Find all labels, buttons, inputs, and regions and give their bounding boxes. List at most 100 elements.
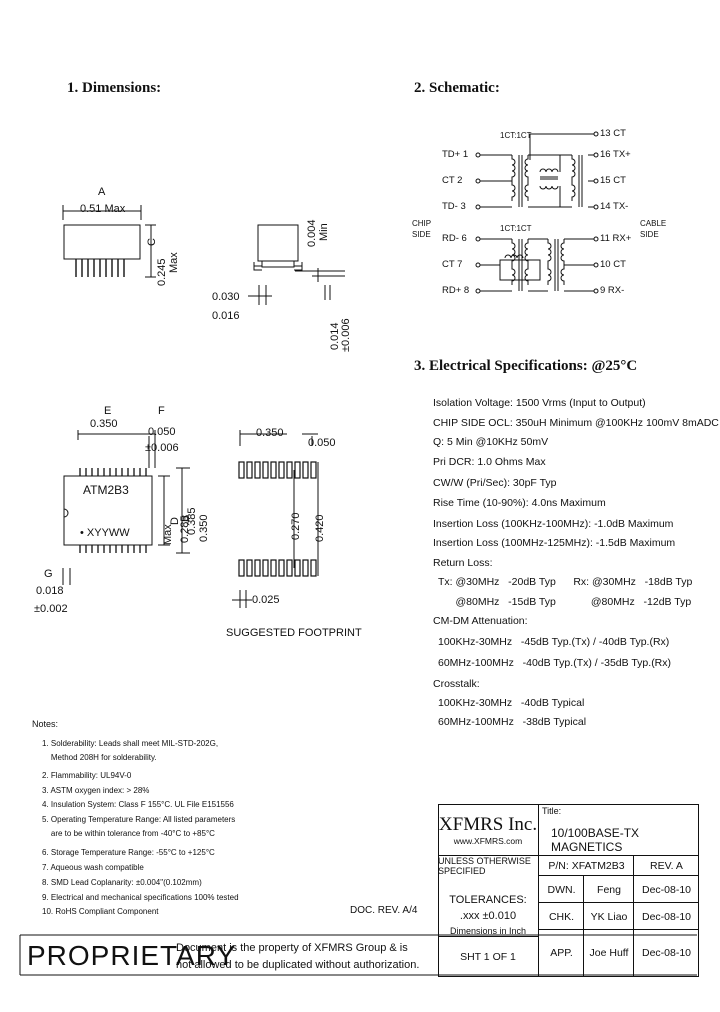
date-app: Dec-08-10	[633, 929, 699, 976]
spec-line: @80MHz -15dB Typ @80MHz -12dB Typ	[438, 596, 692, 608]
dim-f-letter: F	[158, 405, 165, 417]
doc-revision: DOC. REV. A/4	[350, 905, 418, 916]
spec-line: 100KHz-30MHz -40dB Typical	[438, 697, 585, 709]
notes-title: Notes:	[32, 719, 59, 729]
title-label: Title:	[542, 806, 562, 816]
dim-g-letter: G	[44, 568, 53, 580]
cable-side-label: CABLE	[640, 219, 667, 228]
company-cell: XFMRS Inc. www.XFMRS.com	[438, 804, 538, 855]
tolerance-label: TOLERANCES:	[449, 894, 527, 906]
pin-right-9: 9 RX-	[600, 285, 625, 296]
role-chk: CHK.	[538, 902, 584, 930]
date-dwn: Dec-08-10	[633, 875, 699, 903]
dim-f-value: 0.050	[148, 426, 176, 438]
chip-side-label-2: SIDE	[412, 230, 431, 239]
spec-line: Q: 5 Min @10KHz 50mV	[433, 436, 549, 448]
note-item: 1. Solderability: Leads shall meet MIL-S…	[42, 739, 219, 748]
spec-line: Isolation Voltage: 1500 Vrms (Input to O…	[433, 397, 646, 409]
footprint-label: SUGGESTED FOOTPRINT	[226, 627, 362, 639]
fp-dim-025: 0.025	[252, 594, 280, 606]
pin-left-1: TD+ 1	[442, 149, 469, 160]
dim-b-value1: 0.385	[186, 507, 198, 535]
note-item: 3. ASTM oxygen index: > 28%	[42, 786, 150, 795]
unless-cell: UNLESS OTHERWISE SPECIFIED	[438, 855, 538, 876]
note-item: 10. RoHS Compliant Component	[42, 907, 159, 916]
pin-left-8: RD+ 8	[442, 285, 470, 296]
spec-line: Insertion Loss (100KHz-100MHz): -1.0dB M…	[433, 518, 674, 530]
lead-dim-006: ±0.006	[340, 318, 352, 352]
note-item: 2. Flammability: UL94V-0	[42, 771, 132, 780]
spec-line: Crosstalk:	[433, 678, 480, 690]
spec-line: CM-DM Attenuation:	[433, 615, 528, 627]
note-item: 4. Insulation System: Class F 155°C. UL …	[42, 800, 234, 809]
side-view-drawing	[248, 224, 345, 305]
dim-g-value: 0.018	[36, 585, 64, 597]
spec-line: Rise Time (10-90%): 4.0ns Maximum	[433, 497, 606, 509]
chip-side-label: CHIP	[412, 219, 432, 228]
spec-line: 100KHz-30MHz -45dB Typ.(Tx) / -40dB Typ.…	[438, 636, 670, 648]
name-dwn: Feng	[583, 875, 634, 903]
role-dwn: DWN.	[538, 875, 584, 903]
role-app: APP.	[538, 929, 584, 976]
pin-left-7: CT 7	[442, 259, 463, 270]
ratio-bottom: 1CT:1CT	[500, 224, 532, 233]
fp-dim-270: 0.270	[290, 512, 302, 540]
revision: REV. A	[633, 855, 699, 876]
dim-e-letter: E	[104, 405, 112, 417]
dim-d-max: Max	[162, 524, 174, 545]
spec-line: Tx: @30MHz -20dB Typ Rx: @30MHz -18dB Ty…	[438, 576, 693, 588]
pin-left-3: TD- 3	[442, 201, 466, 212]
dim-c-max: Max	[168, 252, 180, 273]
tolerance-value: .xxx ±0.010	[459, 910, 517, 922]
title-cell: Title: 10/100BASE-TX MAGNETICS	[538, 804, 699, 855]
name-chk: YK Liao	[583, 902, 634, 930]
note-item: 5. Operating Temperature Range: All list…	[42, 815, 236, 824]
spec-line: Pri DCR: 1.0 Ohms Max	[433, 456, 546, 468]
dimensions-heading: 1. Dimensions:	[67, 80, 162, 96]
spec-line: 60MHz-100MHz -40dB Typ.(Tx) / -35dB Typ.…	[438, 657, 672, 669]
fp-dim-350: 0.350	[256, 427, 284, 439]
spec-line: CHIP SIDE OCL: 350uH Minimum @100KHz 100…	[433, 417, 719, 429]
document-title: 10/100BASE-TX MAGNETICS	[551, 826, 640, 854]
fp-dim-420: 0.420	[314, 514, 326, 542]
note-item: 8. SMD Lead Coplanarity: ±0.004"(0.102mm…	[42, 878, 202, 887]
dimension-unit: Dimensions in Inch	[449, 926, 527, 936]
dim-c-letter: C	[146, 238, 158, 246]
dim-f-tol: ±0.006	[145, 442, 179, 454]
note-item: 7. Aqueous wash compatible	[42, 863, 144, 872]
chip-marking-code: • XYYWW	[80, 527, 130, 539]
ratio-top: 1CT:1CT	[500, 131, 532, 140]
note-item: Method 208H for solderability.	[42, 753, 157, 762]
proprietary-text-1: Document is the property of XFMRS Group …	[176, 942, 408, 954]
dim-c-value: 0.245	[156, 258, 168, 286]
side-dim-min: Min	[318, 223, 330, 241]
spec-line: Insertion Loss (100MHz-125MHz): -1.5dB M…	[433, 537, 676, 549]
name-app: Joe Huff	[583, 929, 634, 976]
proprietary-text-2: not allowed to be duplicated without aut…	[176, 959, 420, 971]
pin-right-14: 14 TX-	[600, 201, 629, 212]
part-number: P/N: XFATM2B3	[538, 855, 634, 876]
dim-a-letter: A	[98, 186, 106, 198]
front-view-drawing	[62, 430, 190, 585]
footprint-drawing	[232, 430, 319, 608]
proprietary-stamp: PROPRIETARY	[27, 940, 237, 971]
dim-b-value2: 0.350	[198, 514, 210, 542]
pin-left-2: CT 2	[442, 175, 463, 186]
cable-side-label-2: SIDE	[640, 230, 659, 239]
lead-dim-030: 0.030	[212, 291, 240, 303]
dim-e-value: 0.350	[90, 418, 118, 430]
pin-right-15: 15 CT	[600, 175, 626, 186]
schematic-drawing	[475, 131, 599, 294]
pin-right-16: 16 TX+	[600, 149, 631, 160]
lead-dim-016: 0.016	[212, 310, 240, 322]
dim-a-value: 0.51 Max	[80, 203, 126, 215]
title-block: XFMRS Inc. www.XFMRS.com Title: 10/100BA…	[438, 804, 699, 977]
chip-marking-name: ATM2B3	[83, 483, 129, 497]
spec-line: CW/W (Pri/Sec): 30pF Typ	[433, 477, 557, 489]
top-view-drawing	[62, 205, 156, 278]
note-item: 9. Electrical and mechanical specificati…	[42, 893, 239, 902]
pin-right-10: 10 CT	[600, 259, 626, 270]
electrical-heading: 3. Electrical Specifications: @25°C	[414, 358, 638, 374]
note-item: 6. Storage Temperature Range: -55°C to +…	[42, 848, 215, 857]
